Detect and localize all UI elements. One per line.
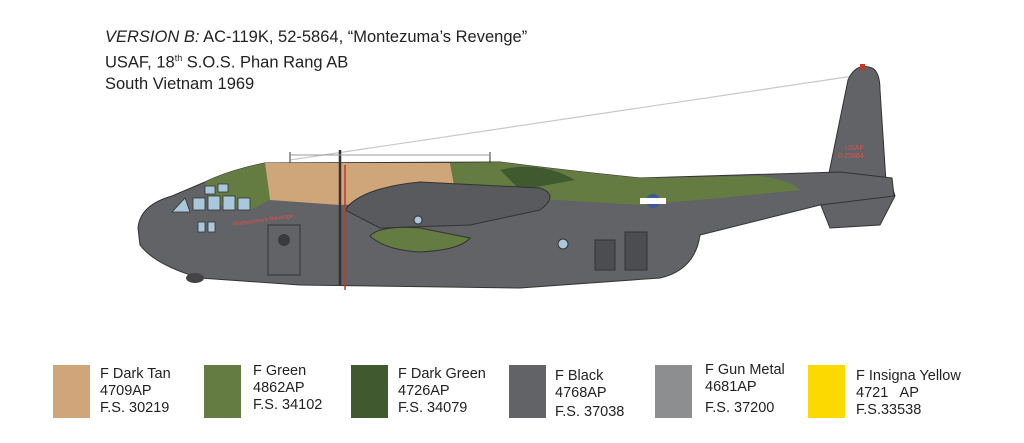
- caption-line-1: VERSION B: AC-119K, 52-5864, “Montezuma’…: [105, 27, 527, 48]
- fs: F.S. 37038: [555, 404, 625, 420]
- version-caption: VERSION B: AC-119K, 52-5864, “Montezuma’…: [105, 27, 527, 95]
- fs: F.S. 34102: [253, 397, 323, 413]
- crew-door: [267, 224, 301, 276]
- name: F Dark Tan: [100, 366, 171, 382]
- camo-green-cockpit: [205, 163, 270, 210]
- line2-pre: USAF, 18: [105, 53, 175, 72]
- name: F Dark Green: [398, 366, 486, 382]
- antenna-wire: [289, 74, 861, 161]
- name: F Insigna Yellow: [856, 368, 961, 384]
- line2-sup: th: [174, 53, 183, 63]
- cockpit-windows: [171, 183, 251, 233]
- gun-pod: [594, 239, 616, 271]
- name: F Black: [555, 368, 604, 384]
- swatch-gun-metal: [655, 365, 692, 418]
- code: 4726AP: [398, 383, 450, 399]
- fs: F.S.33538: [856, 402, 922, 418]
- swatch-green: [204, 365, 241, 418]
- code: 4862AP: [253, 380, 305, 396]
- engine-nacelle: [369, 226, 471, 253]
- line1: AC-119K, 52-5864, “Montezuma’s Revenge”: [199, 28, 528, 46]
- gun-port: [278, 234, 290, 246]
- minigun: [624, 231, 648, 271]
- code: 4721 AP: [856, 385, 919, 401]
- insignia-star: [650, 198, 656, 204]
- caption-line-3: South Vietnam 1969: [105, 74, 255, 93]
- camo-dark-green: [500, 166, 575, 190]
- porthole: [413, 215, 423, 225]
- fs: F.S. 34079: [398, 400, 468, 416]
- swatch-dark-green: [351, 365, 388, 418]
- porthole: [557, 238, 569, 250]
- code: 4768AP: [555, 385, 607, 401]
- aircraft-profile-illustration: USAF 0-25864 Montezuma's Revenge: [137, 64, 896, 290]
- fs: F.S. 30219: [100, 400, 170, 416]
- swatch-black: [509, 365, 546, 418]
- swatch-dark-tan: [53, 365, 90, 418]
- fin-light: [860, 64, 865, 70]
- version-label: VERSION B:: [105, 28, 200, 46]
- swatch-insignia-yellow: [808, 365, 845, 418]
- code: 4709AP: [100, 383, 152, 399]
- line2-post: S.O.S. Phan Rang AB: [182, 53, 349, 72]
- fs: F.S. 37200: [705, 400, 775, 416]
- caption-line-2: USAF, 18th S.O.S. Phan Rang AB: [105, 48, 527, 74]
- code: 4681AP: [705, 379, 757, 395]
- name: F Gun Metal: [705, 362, 785, 378]
- wing: [344, 181, 551, 229]
- nose-gear: [186, 273, 204, 283]
- name: F Green: [253, 363, 307, 379]
- tail-serial: 0-25864: [838, 153, 864, 160]
- vertical-fin: [827, 66, 887, 183]
- tail-text-usaf: USAF: [845, 145, 864, 152]
